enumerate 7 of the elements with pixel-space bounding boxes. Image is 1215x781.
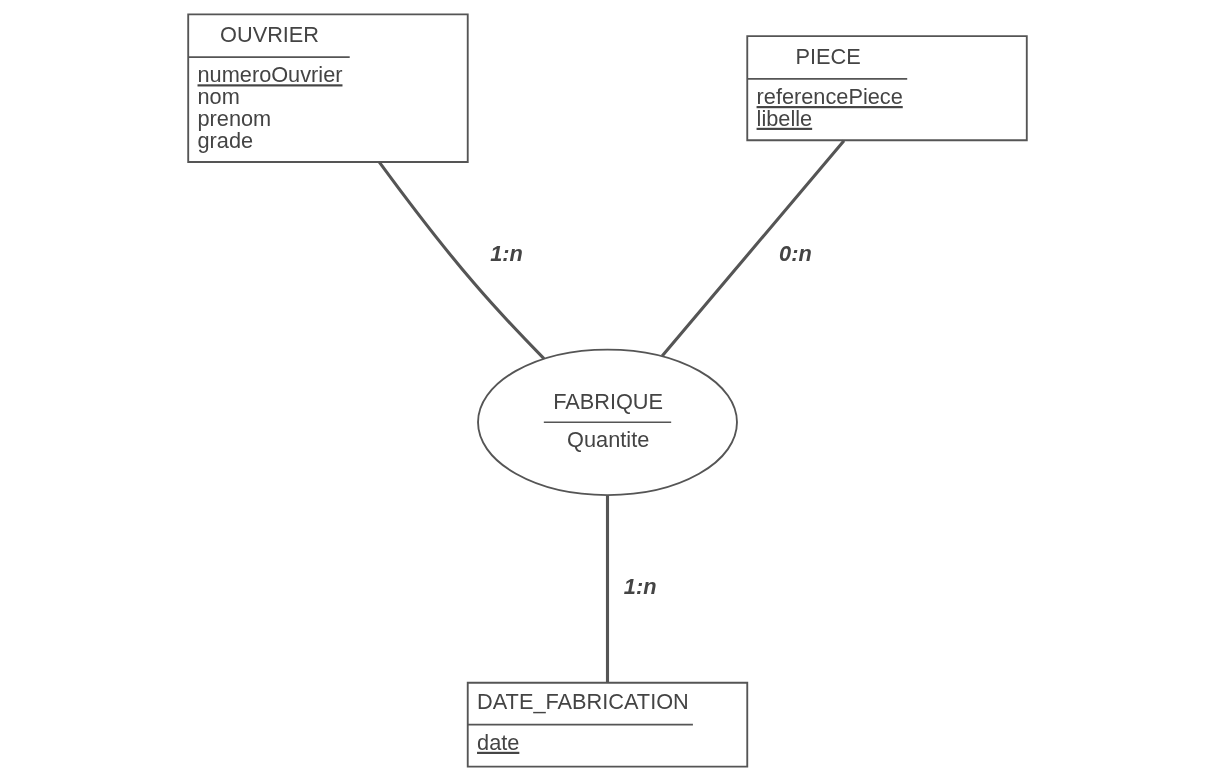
edge-label: 0:n — [779, 240, 812, 266]
edge-label: 1:n — [623, 573, 657, 599]
connector — [660, 139, 846, 358]
node-ellipse: FABRIQUE Quantite — [477, 348, 738, 496]
connector — [605, 495, 610, 683]
connector — [378, 161, 546, 360]
edge-label: 1:n — [490, 240, 523, 266]
